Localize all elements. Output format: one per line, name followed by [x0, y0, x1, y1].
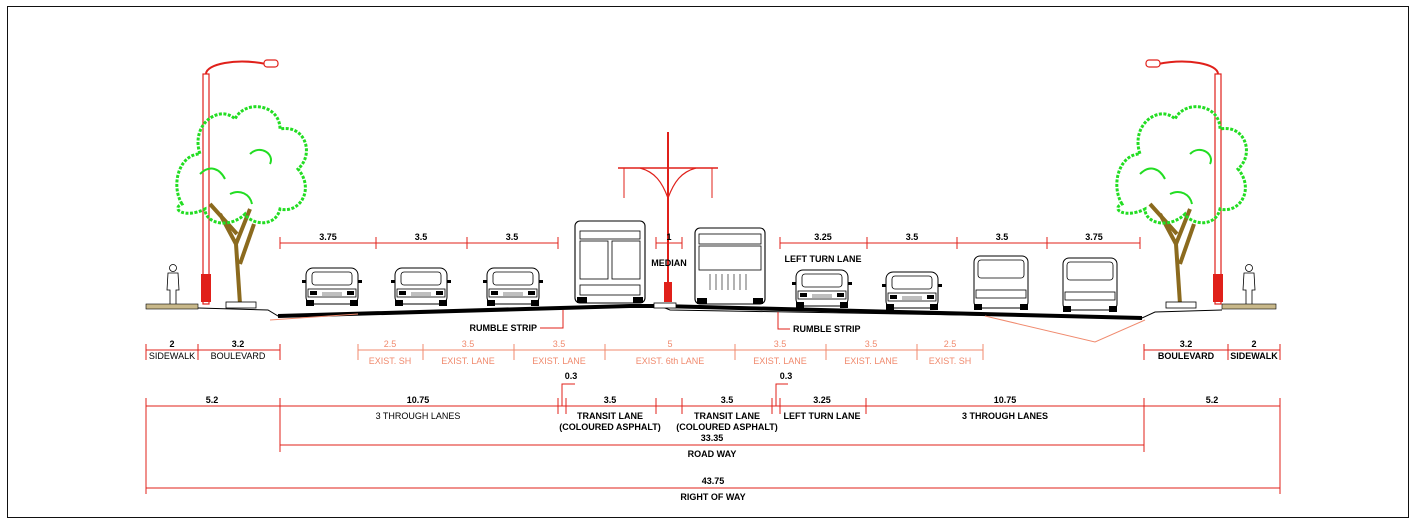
median-light-icon: [618, 132, 718, 302]
dim-top-median: 1: [666, 232, 671, 242]
boulevard-right: [1165, 301, 1197, 309]
left-through-label: 3 THROUGH LANES: [376, 411, 461, 421]
streetlight-icon: [1145, 59, 1224, 305]
dim-top-4: 3.25: [814, 232, 832, 242]
roadway-dim: 33.35: [701, 433, 724, 443]
sidewalk-left: [145, 303, 199, 310]
rumble-leader-right: [777, 312, 790, 330]
transit-right-dim: 3.5: [721, 395, 734, 405]
side-dimension-chain: [145, 344, 1281, 360]
left-boulevard-label: BOULEVARD: [211, 351, 266, 361]
exist-5-label: EXIST. LANE: [753, 356, 807, 366]
car-icon: [791, 269, 853, 309]
right-of-way-dim: 43.75: [702, 476, 725, 486]
tree-icon: [1114, 104, 1249, 306]
exist-2-value: 3.5: [462, 339, 475, 349]
left-outer-dim: 5.2: [206, 395, 219, 405]
left-turn-lane-top: LEFT TURN LANE: [785, 254, 862, 264]
car-icon: [390, 267, 452, 307]
right-sidewalk-label: SIDEWALK: [1230, 351, 1278, 361]
car-icon: [301, 267, 363, 307]
sidewalk-right: [1221, 303, 1277, 310]
pedestrian-icon: [166, 264, 180, 307]
median-label: MEDIAN: [651, 258, 687, 268]
existing-profile-right: [984, 315, 1146, 343]
tree-icon: [174, 104, 309, 306]
dim-top-2: 3.5: [415, 232, 428, 242]
car-icon: [881, 271, 943, 311]
right-boulevard-dim: 3.2: [1180, 339, 1193, 349]
transit-left-label-2: (COLOURED ASPHALT): [559, 422, 661, 432]
lower-dimension-chain: [145, 383, 1281, 494]
small-right-dim: 0.3: [780, 371, 793, 381]
right-outer-dim: 5.2: [1206, 395, 1219, 405]
transit-left-dim: 3.5: [604, 395, 617, 405]
car-icon: [1062, 257, 1118, 313]
exist-4-label: EXIST. 6th LANE: [636, 356, 705, 366]
exist-6-label: EXIST. LANE: [844, 356, 898, 366]
right-boulevard-label: BOULEVARD: [1158, 351, 1215, 361]
exist-1-label: EXIST. SH: [369, 356, 412, 366]
top-dimension-chain: [279, 237, 1141, 249]
exist-7-label: EXIST. SH: [929, 356, 972, 366]
dim-top-3: 3.5: [506, 232, 519, 242]
rumble-strip-right: RUMBLE STRIP: [793, 324, 861, 334]
dim-top-5: 3.5: [906, 232, 919, 242]
right-through-dim: 10.75: [994, 395, 1017, 405]
transit-left-label-1: TRANSIT LANE: [577, 411, 643, 421]
bus-icon: [574, 220, 646, 304]
right-through-label: 3 THROUGH LANES: [962, 411, 1048, 421]
pedestrian-icon: [1242, 264, 1256, 307]
left-sidewalk-label: SIDEWALK: [149, 351, 195, 361]
car-icon: [973, 255, 1029, 311]
left-sidewalk-dim: 2: [169, 339, 174, 349]
exist-4-value: 5: [667, 339, 672, 349]
right-sidewalk-dim: 2: [1251, 339, 1256, 349]
existing-profile-left: [269, 313, 359, 321]
transit-right-label-1: TRANSIT LANE: [694, 411, 760, 421]
bus-icon: [694, 227, 766, 305]
dim-top-7: 3.75: [1085, 232, 1103, 242]
median-island: [653, 302, 677, 309]
boulevard-left: [225, 301, 257, 309]
car-icon: [482, 267, 544, 307]
drawing-frame: [7, 6, 1409, 518]
rumble-strip-left: RUMBLE STRIP: [470, 323, 538, 333]
existing-labels: 2.5 EXIST. SH 3.5 EXIST. LANE 3.5 EXIST.…: [369, 339, 972, 366]
existing-dimension-chain: [357, 344, 984, 360]
exist-1-value: 2.5: [384, 339, 397, 349]
transit-right-label-2: (COLOURED ASPHALT): [676, 422, 778, 432]
left-through-dim: 10.75: [407, 395, 430, 405]
right-of-way-label: RIGHT OF WAY: [680, 492, 745, 502]
exist-5-value: 3.5: [774, 339, 787, 349]
exist-6-value: 3.5: [865, 339, 878, 349]
exist-2-label: EXIST. LANE: [441, 356, 495, 366]
left-turn-dim: 3.25: [813, 395, 831, 405]
exist-7-value: 2.5: [944, 339, 957, 349]
dim-top-1: 3.75: [319, 232, 337, 242]
exist-3-label: EXIST. LANE: [532, 356, 586, 366]
dim-top-6: 3.5: [996, 232, 1009, 242]
left-boulevard-dim: 3.2: [232, 339, 245, 349]
exist-3-value: 3.5: [553, 339, 566, 349]
rumble-leader-left: [540, 310, 564, 329]
left-turn-label: LEFT TURN LANE: [784, 411, 861, 421]
small-left-dim: 0.3: [565, 371, 578, 381]
roadway-label: ROAD WAY: [688, 449, 737, 459]
